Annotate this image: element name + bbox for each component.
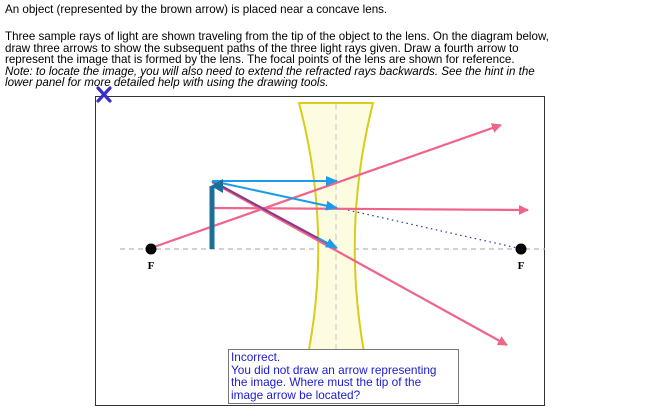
incident-ray-focal: [211, 180, 338, 211]
note-line: Note: to locate the image, you will also…: [5, 64, 535, 78]
feedback-box: Incorrect. You did not draw an arrow rep…: [228, 349, 459, 404]
feedback-line: the image. Where must the tip of the: [231, 375, 422, 389]
incident-ray-center: [211, 180, 337, 249]
focal-point-right: [515, 243, 527, 255]
feedback-line: image arrow be located?: [231, 387, 361, 402]
feedback-line: Incorrect.: [231, 350, 281, 364]
student-ray-upper[interactable]: [150, 123, 502, 250]
intro-text: An object (represented by the brown arro…: [5, 3, 388, 16]
student-ray-diagonal[interactable]: [211, 181, 508, 346]
extension-dotted-line: [342, 208, 523, 250]
note-line: lower panel for more detailed help with …: [5, 76, 329, 89]
focal-label-left: F: [148, 260, 155, 272]
x-mark-icon[interactable]: [96, 86, 112, 103]
instruction-line: represent the image that is formed by th…: [5, 53, 515, 66]
instruction-line: Three sample rays of light are shown tra…: [5, 30, 549, 43]
feedback-line: You did not draw an arrow representing: [231, 362, 437, 377]
incident-ray-center-head: [317, 237, 338, 249]
instructions: Three sample rays of light are shown tra…: [5, 31, 549, 89]
instruction-line: draw three arrows to show the subsequent…: [5, 41, 519, 55]
focal-point-left: [145, 243, 157, 255]
focal-label-right: F: [518, 260, 525, 272]
